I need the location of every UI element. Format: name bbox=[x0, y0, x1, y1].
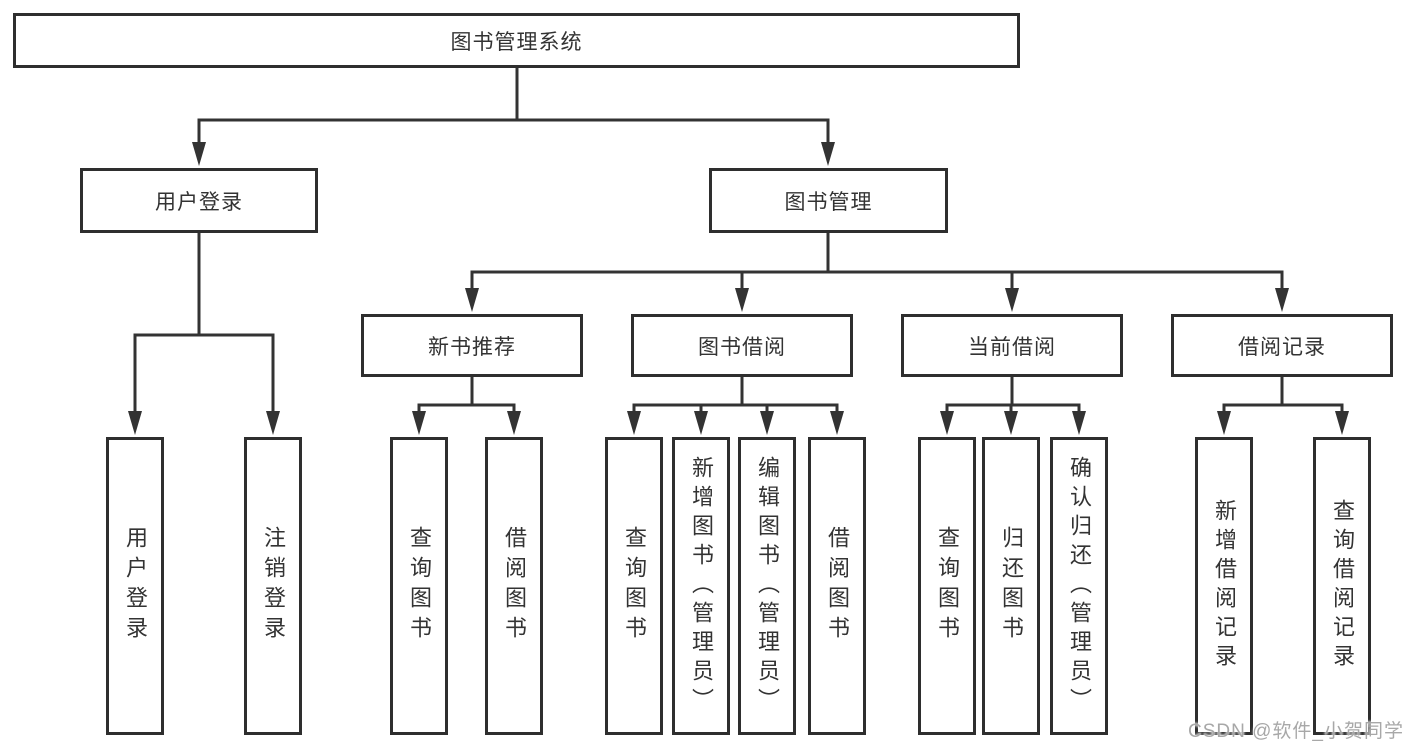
node-book-management-label: 图书管理 bbox=[784, 190, 873, 214]
leaf-return-book: 归还图书 bbox=[982, 437, 1040, 735]
leaf-edit-book-admin-label: 编辑图书（管理员） bbox=[755, 455, 780, 717]
leaf-edit-book-admin: 编辑图书（管理员） bbox=[738, 437, 796, 735]
node-book-borrow-label: 图书借阅 bbox=[698, 335, 786, 359]
edge-new-book-recommend-to-leaves bbox=[412, 375, 521, 435]
node-current-borrow: 当前借阅 bbox=[901, 314, 1123, 377]
leaf-recommend-query-books: 查询图书 bbox=[390, 437, 448, 735]
leaf-confirm-return-admin: 确认归还（管理员） bbox=[1050, 437, 1108, 735]
leaf-recommend-borrow-books-label: 借阅图书 bbox=[502, 526, 527, 646]
leaf-user-login-label: 用户登录 bbox=[123, 526, 148, 646]
edge-book-borrow-to-leaves bbox=[627, 375, 844, 435]
node-borrow-record-label: 借阅记录 bbox=[1238, 335, 1326, 359]
leaf-borrow-books-label: 借阅图书 bbox=[825, 526, 850, 646]
leaf-borrow-query-books-label: 查询图书 bbox=[622, 526, 647, 646]
leaf-query-borrow-record: 查询借阅记录 bbox=[1313, 437, 1371, 735]
leaf-current-query-books-label: 查询图书 bbox=[935, 526, 960, 646]
leaf-borrow-query-books: 查询图书 bbox=[605, 437, 663, 735]
leaf-return-book-label: 归还图书 bbox=[999, 526, 1024, 646]
leaf-logout-label: 注销登录 bbox=[261, 526, 286, 646]
edge-current-borrow-to-leaves bbox=[940, 375, 1086, 435]
node-user-login-label: 用户登录 bbox=[155, 190, 243, 214]
leaf-current-query-books: 查询图书 bbox=[918, 437, 976, 735]
edge-borrow-record-to-leaves bbox=[1217, 375, 1349, 435]
node-root-system: 图书管理系统 bbox=[13, 13, 1020, 68]
leaf-add-book-admin-label: 新增图书（管理员） bbox=[689, 455, 714, 717]
leaf-recommend-borrow-books: 借阅图书 bbox=[485, 437, 543, 735]
edge-user-login-to-leaves bbox=[128, 231, 280, 435]
leaf-add-book-admin: 新增图书（管理员） bbox=[672, 437, 730, 735]
leaf-logout: 注销登录 bbox=[244, 437, 302, 735]
csdn-watermark: CSDN @软件_小贺同学 bbox=[1188, 721, 1404, 742]
leaf-add-borrow-record-label: 新增借阅记录 bbox=[1212, 499, 1237, 673]
node-borrow-record: 借阅记录 bbox=[1171, 314, 1393, 377]
leaf-recommend-query-books-label: 查询图书 bbox=[407, 526, 432, 646]
node-new-book-recommend: 新书推荐 bbox=[361, 314, 583, 377]
edge-book-management-to-level2 bbox=[465, 231, 1289, 312]
leaf-add-borrow-record: 新增借阅记录 bbox=[1195, 437, 1253, 735]
node-book-borrow: 图书借阅 bbox=[631, 314, 853, 377]
leaf-confirm-return-admin-label: 确认归还（管理员） bbox=[1067, 455, 1092, 717]
edge-root-to-level1 bbox=[192, 66, 835, 166]
leaf-user-login: 用户登录 bbox=[106, 437, 164, 735]
node-new-book-recommend-label: 新书推荐 bbox=[428, 335, 516, 359]
node-book-management: 图书管理 bbox=[709, 168, 948, 233]
node-current-borrow-label: 当前借阅 bbox=[968, 335, 1056, 359]
leaf-query-borrow-record-label: 查询借阅记录 bbox=[1330, 499, 1355, 673]
node-root-label: 图书管理系统 bbox=[450, 30, 583, 54]
node-user-login: 用户登录 bbox=[80, 168, 318, 233]
leaf-borrow-books: 借阅图书 bbox=[808, 437, 866, 735]
